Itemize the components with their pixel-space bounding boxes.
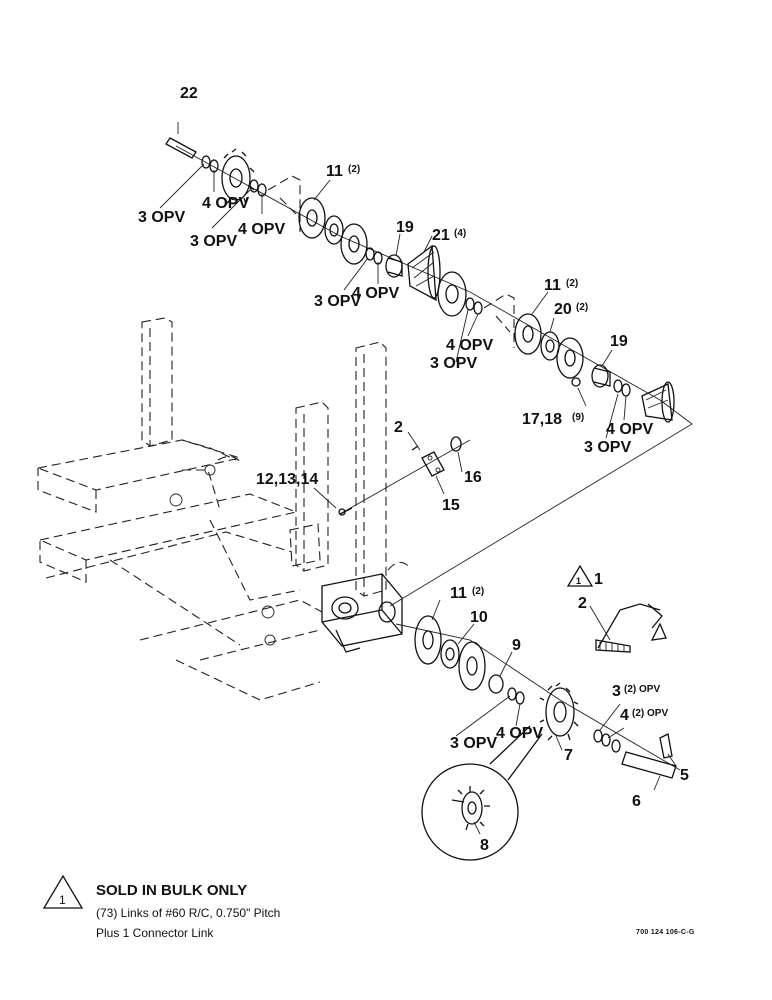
callout-4-2-opv: 4 [620,707,629,724]
callout-3-opv-d: 3 OPV [430,355,477,372]
callout-12-13-14: 12,13,14 [256,471,318,488]
callout-16: 16 [464,469,482,486]
callout-20-qty: (2) [576,302,588,313]
callout-8: 8 [480,837,489,854]
callout-4-2-opv-qty: (2) OPV [632,708,668,719]
callout-20: 20 [554,301,572,318]
callout-6: 6 [632,793,641,810]
callout-4-opv-c: 4 OPV [352,285,399,302]
callout-2-a: 2 [394,419,403,436]
bulk-note: 1 SOLD IN BULK ONLY (73) Links of #60 R/… [40,872,500,952]
callout-3-opv-e: 3 OPV [584,439,631,456]
callout-11-b: 11 [544,277,561,294]
callout-17-18-qty: (9) [572,412,584,423]
callout-21: 21 [432,227,450,244]
note-title: SOLD IN BULK ONLY [96,882,248,899]
callout-3-2-opv: 3 [612,683,621,700]
callout-19-a: 19 [396,219,414,236]
small-shaft-assembly [338,436,462,516]
callout-3-opv-b: 3 OPV [190,233,237,250]
callout-4-opv-g: 4 OPV [496,725,543,742]
detail-circle-8 [421,725,543,861]
callout-22: 22 [180,85,198,102]
callout-4-opv-a: 4 OPV [202,195,249,212]
leader-lines [159,163,677,835]
callout-1: 1 [594,571,603,588]
bulk-item-triangle-icon: 1 [566,564,594,587]
note-line-1: (73) Links of #60 R/C, 0.750" Pitch [96,906,281,920]
lower-shaft-assembly [414,603,677,779]
callout-15: 15 [442,497,460,514]
chain-direction-arrow-icon [650,622,667,641]
callout-3-opv-c: 3 OPV [314,293,361,310]
callout-11-c: 11 [450,585,467,602]
note-triangle-number: 1 [59,893,66,907]
callout-21-qty: (4) [454,228,466,239]
callout-4-opv-b: 4 OPV [238,221,285,238]
callout-3-2-opv-qty: (2) OPV [624,684,660,695]
svg-text:1: 1 [576,576,581,586]
callout-17-18: 17,18 [522,411,562,428]
callout-4-opv-e: 4 OPV [606,421,653,438]
callout-11-c-qty: (2) [472,586,484,597]
drawing-number: 700 124 106-C-G [636,929,695,936]
callout-labels: 22 3 OPV 4 OPV 3 OPV 4 OPV 11 (2) 19 21 … [138,85,689,854]
callout-3-opv-a: 3 OPV [138,209,185,226]
callout-10: 10 [470,609,488,626]
gearbox-housing [321,573,403,653]
header-frame-phantom [35,317,411,701]
callout-7: 7 [564,747,573,764]
callout-4-opv-d: 4 OPV [446,337,493,354]
note-line-2: Plus 1 Connector Link [96,926,214,940]
callout-5: 5 [680,767,689,784]
callout-2-b: 2 [578,595,587,612]
callout-11-b-qty: (2) [566,278,578,289]
callout-3-opv-g: 3 OPV [450,735,497,752]
callout-9: 9 [512,637,521,654]
upper-shaft-assembly [165,122,675,423]
callout-19-b: 19 [610,333,628,350]
callout-11-a: 11 [326,163,343,180]
callout-11-a-qty: (2) [348,164,360,175]
note-triangle-icon: 1 [42,874,84,909]
